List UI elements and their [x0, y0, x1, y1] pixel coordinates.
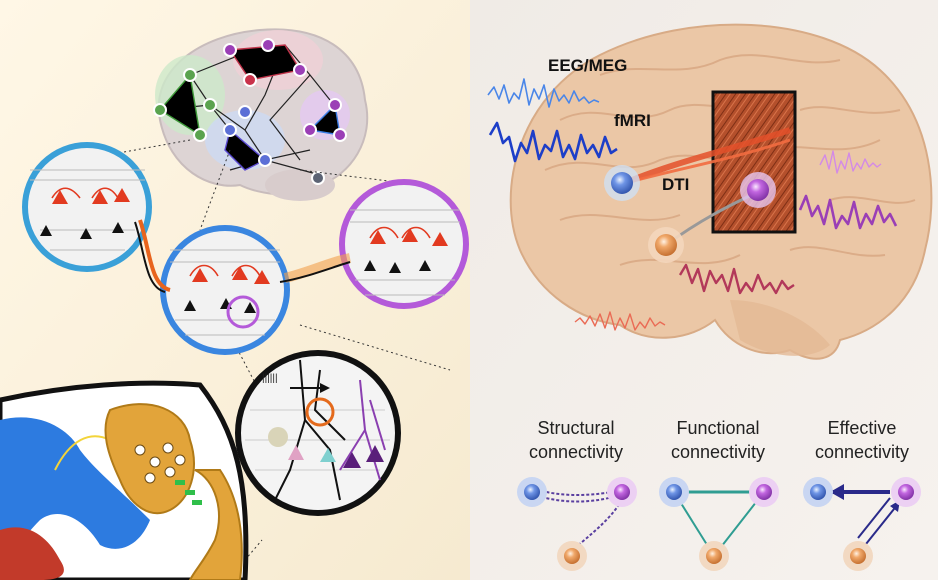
structural-title-line1: Structural: [537, 418, 614, 438]
neuron-circle-left: [22, 142, 152, 272]
red-wave-thin: [574, 311, 666, 331]
effective-title-line2: connectivity: [815, 442, 909, 462]
waveforms: [487, 78, 898, 331]
fmri-wave: [488, 121, 618, 163]
structural-title-line2: connectivity: [529, 442, 623, 462]
axon-paths: [134, 219, 352, 293]
dendrite-zoom-circle: ||||||: [235, 350, 401, 516]
functional-title-line1: Functional: [676, 418, 759, 438]
label-fmri: fMRI: [614, 111, 651, 130]
network-brain: [153, 28, 369, 201]
network-nodes: [153, 38, 347, 185]
functional-diagram: [659, 477, 779, 571]
neuron-circle-right: [339, 179, 469, 309]
functional-title-line2: connectivity: [671, 442, 765, 462]
connectivity-titles: Structural connectivity Functional conne…: [529, 418, 909, 462]
effective-diagram: [803, 477, 921, 571]
structural-diagram: [517, 477, 637, 571]
neurons: [40, 187, 448, 313]
effective-title-line1: Effective: [828, 418, 897, 438]
neuron-circle-center: [160, 225, 290, 355]
red-wave-thick: [678, 263, 795, 295]
eeg-wave: [487, 78, 600, 108]
synapse-zoom: [0, 380, 249, 580]
highlight-circle: [226, 295, 260, 329]
right-nodes: [604, 165, 776, 263]
purple-wave-thick: [798, 194, 898, 230]
purple-wave-thin: [819, 150, 882, 174]
label-dti: DTI: [662, 175, 689, 194]
label-eeg-meg: EEG/MEG: [548, 56, 627, 75]
scale-bar-label: ||||||: [262, 373, 278, 384]
